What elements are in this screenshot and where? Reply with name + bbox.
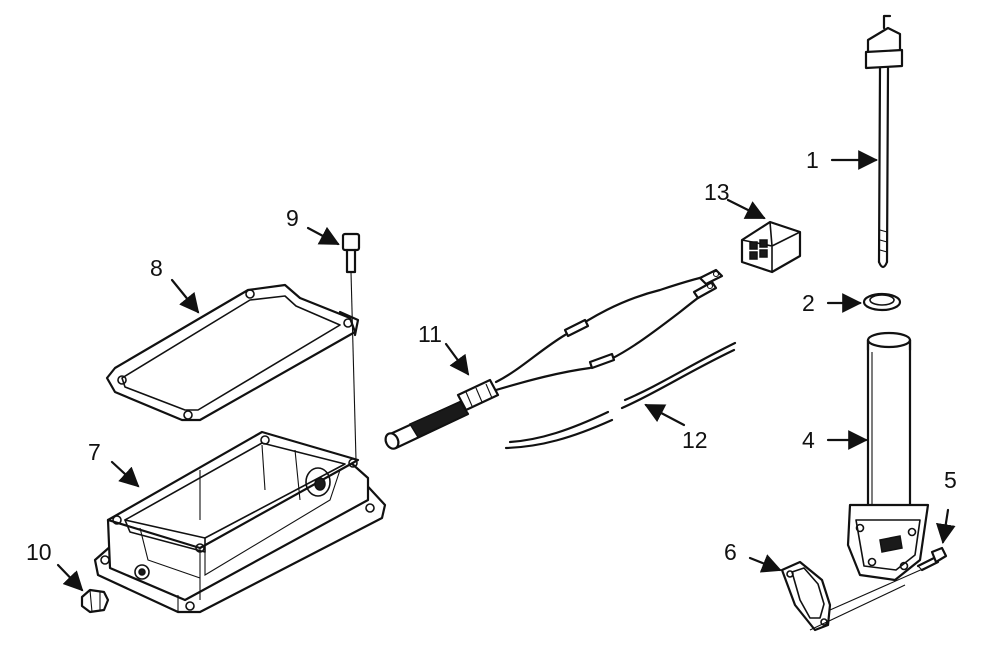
leader-8 [170,278,200,314]
leader-10 [56,563,84,592]
leader-12 [644,403,686,427]
leader-13 [726,198,766,220]
callout-labels: 1 2 4 5 6 7 8 9 10 11 12 13 [26,147,957,565]
bolt [341,232,361,461]
callout-7: 7 [88,439,101,465]
leader-5 [935,508,956,544]
callout-4: 4 [802,427,815,453]
callout-6: 6 [724,539,737,565]
callout-9: 9 [286,205,299,231]
callout-10: 10 [26,539,52,565]
callout-5: 5 [944,467,957,493]
callout-arrows [56,150,956,592]
leader-11 [444,342,470,376]
callout-2: 2 [802,290,815,316]
housing-base [93,430,387,614]
connector-block [740,220,802,274]
callout-8: 8 [150,255,163,281]
callout-12: 12 [682,427,708,453]
tube-set [504,341,737,450]
dipstick [864,14,904,269]
callout-1: 1 [806,147,819,173]
callout-11: 11 [418,321,442,347]
screw [916,546,948,572]
gasket [105,283,360,422]
filler-tube [846,331,930,582]
seal-ring [862,292,902,312]
cover-gasket [780,560,926,632]
sender-harness [384,268,724,450]
callout-13: 13 [704,179,730,205]
drain-plug [80,588,110,614]
leader-7 [110,460,140,488]
leader-6 [748,554,782,573]
leader-9 [306,226,340,246]
